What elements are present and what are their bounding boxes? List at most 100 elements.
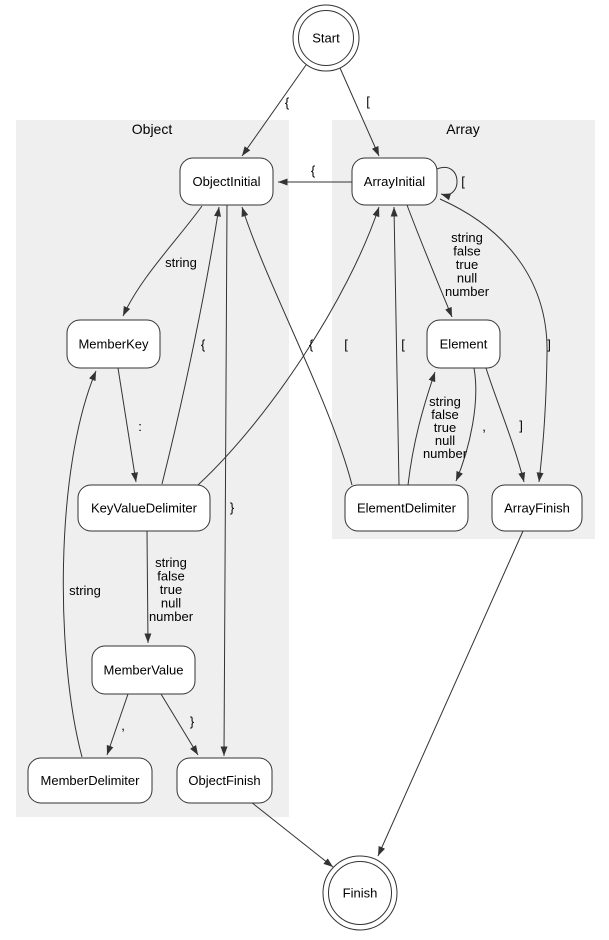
- node-objectinitial: ObjectInitial: [179, 157, 274, 206]
- edge-elementdelimiter-element-line: [407, 371, 436, 486]
- edge-membervalue-objectfinish: }: [160, 693, 199, 756]
- edge-element-elementdelimiter-label: ,: [482, 419, 486, 434]
- edge-arrayinitial-arrayfinish-label: ]: [547, 337, 551, 352]
- edge-objectinitial-memberkey: string: [122, 205, 203, 317]
- edge-objectinitial-objectfinish-line: [220, 204, 228, 757]
- edge-element-elementdelimiter-line: [455, 367, 477, 482]
- edge-objectinitial-memberkey-label: string: [165, 255, 197, 270]
- node-label-finish: Finish: [343, 886, 378, 901]
- edge-arrayinitial-arrayfinish: ]: [439, 198, 551, 483]
- node-label-start: Start: [312, 31, 340, 46]
- cluster-object-label: Object: [132, 121, 173, 137]
- edge-keyvaluedelimiter-objectinitial: {: [161, 206, 221, 485]
- edge-start-objectinitial-line: [241, 64, 307, 157]
- edge-arrayfinish-finish-line: [377, 530, 524, 857]
- node-start: Start: [292, 4, 360, 72]
- edge-keyvaluedelimiter-membervalue-line: [144, 530, 152, 644]
- edge-objectinitial-objectfinish: }: [220, 204, 235, 757]
- edge-membervalue-objectfinish-line: [160, 693, 199, 756]
- edge-memberkey-keyvaluedelimiter-line: [117, 367, 138, 483]
- edge-membervalue-memberdelimiter-line: [106, 693, 129, 756]
- edge-objectinitial-objectfinish-label: }: [230, 500, 235, 515]
- edge-elementdelimiter-arrayinitial-line: [390, 206, 400, 486]
- edge-start-arrayinitial-label: [: [366, 94, 370, 109]
- edge-start-arrayinitial-line: [339, 67, 380, 157]
- node-membervalue: MemberValue: [91, 645, 196, 695]
- edge-memberdelimiter-memberkey-label: string: [69, 583, 101, 598]
- cluster-object: Object: [16, 120, 289, 817]
- state-box: [91, 645, 196, 695]
- node-label-arrayfinish: ArrayFinish: [504, 501, 570, 516]
- edge-arrayinitial-objectinitial-label: {: [311, 163, 316, 178]
- edge-objectfinish-finish-line: [250, 801, 334, 868]
- edge-membervalue-memberdelimiter: ,: [106, 693, 129, 756]
- edge-elementdelimiter-arrayinitial: [: [390, 206, 405, 486]
- edge-element-arrayfinish: ]: [485, 367, 526, 483]
- node-label-membervalue: MemberValue: [104, 663, 184, 678]
- edge-arrayinitial-arrayinitial-label: [: [461, 174, 465, 189]
- edge-element-arrayfinish-line: [485, 367, 526, 483]
- edge-element-arrayfinish-label: ]: [519, 418, 523, 433]
- edge-memberdelimiter-memberkey: string: [62, 370, 101, 758]
- node-label-memberdelimiter: MemberDelimiter: [41, 773, 141, 788]
- edge-membervalue-objectfinish-label: }: [190, 714, 195, 729]
- edge-membervalue-memberdelimiter-label: ,: [121, 718, 125, 733]
- state-box: [176, 757, 273, 804]
- node-finish: Finish: [322, 855, 398, 931]
- edge-keyvaluedelimiter-arrayinitial-label: [: [344, 337, 348, 352]
- edge-arrayinitial-objectinitial: {: [278, 163, 352, 186]
- state-box: [179, 157, 274, 206]
- edge-arrayfinish-finish: [377, 530, 524, 857]
- node-memberkey: MemberKey: [66, 319, 161, 369]
- edge-element-elementdelimiter: ,: [455, 367, 486, 482]
- edge-start-objectinitial: {: [241, 64, 307, 157]
- node-element: Element: [426, 319, 501, 369]
- node-label-elementdelimiter: ElementDelimiter: [357, 501, 457, 516]
- state-circle-inner: [328, 861, 392, 925]
- state-box: [344, 484, 469, 532]
- node-elementdelimiter: ElementDelimiter: [344, 484, 469, 532]
- state-box: [66, 319, 161, 369]
- node-label-element: Element: [440, 337, 488, 352]
- edge-arrayinitial-arrayinitial: [: [436, 166, 465, 201]
- state-circle-inner: [298, 10, 354, 66]
- edge-start-objectinitial-label: {: [285, 95, 290, 110]
- edge-start-arrayinitial: [: [339, 67, 380, 157]
- node-arrayfinish: ArrayFinish: [491, 484, 583, 532]
- edge-objectfinish-finish: [250, 801, 334, 868]
- cluster-object-background: [16, 120, 289, 817]
- node-arrayinitial: ArrayInitial: [351, 157, 438, 206]
- edge-memberkey-keyvaluedelimiter: :: [117, 367, 142, 483]
- node-keyvaluedelimiter: KeyValueDelimiter: [77, 484, 211, 532]
- edge-keyvaluedelimiter-objectinitial-label: {: [201, 337, 206, 352]
- edge-memberkey-keyvaluedelimiter-label: :: [138, 419, 142, 434]
- edge-keyvaluedelimiter-objectinitial-line: [161, 206, 221, 485]
- edge-elementdelimiter-objectinitial-label: {: [309, 337, 314, 352]
- edge-elementdelimiter-objectinitial: {: [241, 206, 353, 486]
- edge-memberdelimiter-memberkey-line: [62, 370, 97, 758]
- edge-objectinitial-memberkey-line: [122, 205, 203, 317]
- state-box: [351, 157, 438, 206]
- state-circle-outer: [292, 4, 360, 72]
- node-label-arrayinitial: ArrayInitial: [364, 174, 426, 189]
- edge-elementdelimiter-objectinitial-line: [241, 206, 353, 486]
- node-objectfinish: ObjectFinish: [176, 757, 273, 804]
- state-box: [426, 319, 501, 369]
- state-box: [27, 757, 153, 804]
- state-circle-outer: [322, 855, 398, 931]
- state-box: [491, 484, 583, 532]
- edge-arrayinitial-element-line: [406, 204, 453, 318]
- edge-elementdelimiter-arrayinitial-label: [: [401, 337, 405, 352]
- edge-arrayinitial-arrayinitial-line: [436, 166, 458, 201]
- node-label-objectfinish: ObjectFinish: [188, 773, 260, 788]
- node-label-objectinitial: ObjectInitial: [193, 174, 261, 189]
- node-memberdelimiter: MemberDelimiter: [27, 757, 153, 804]
- edge-arrayinitial-arrayfinish-line: [439, 198, 548, 483]
- state-box: [77, 484, 211, 532]
